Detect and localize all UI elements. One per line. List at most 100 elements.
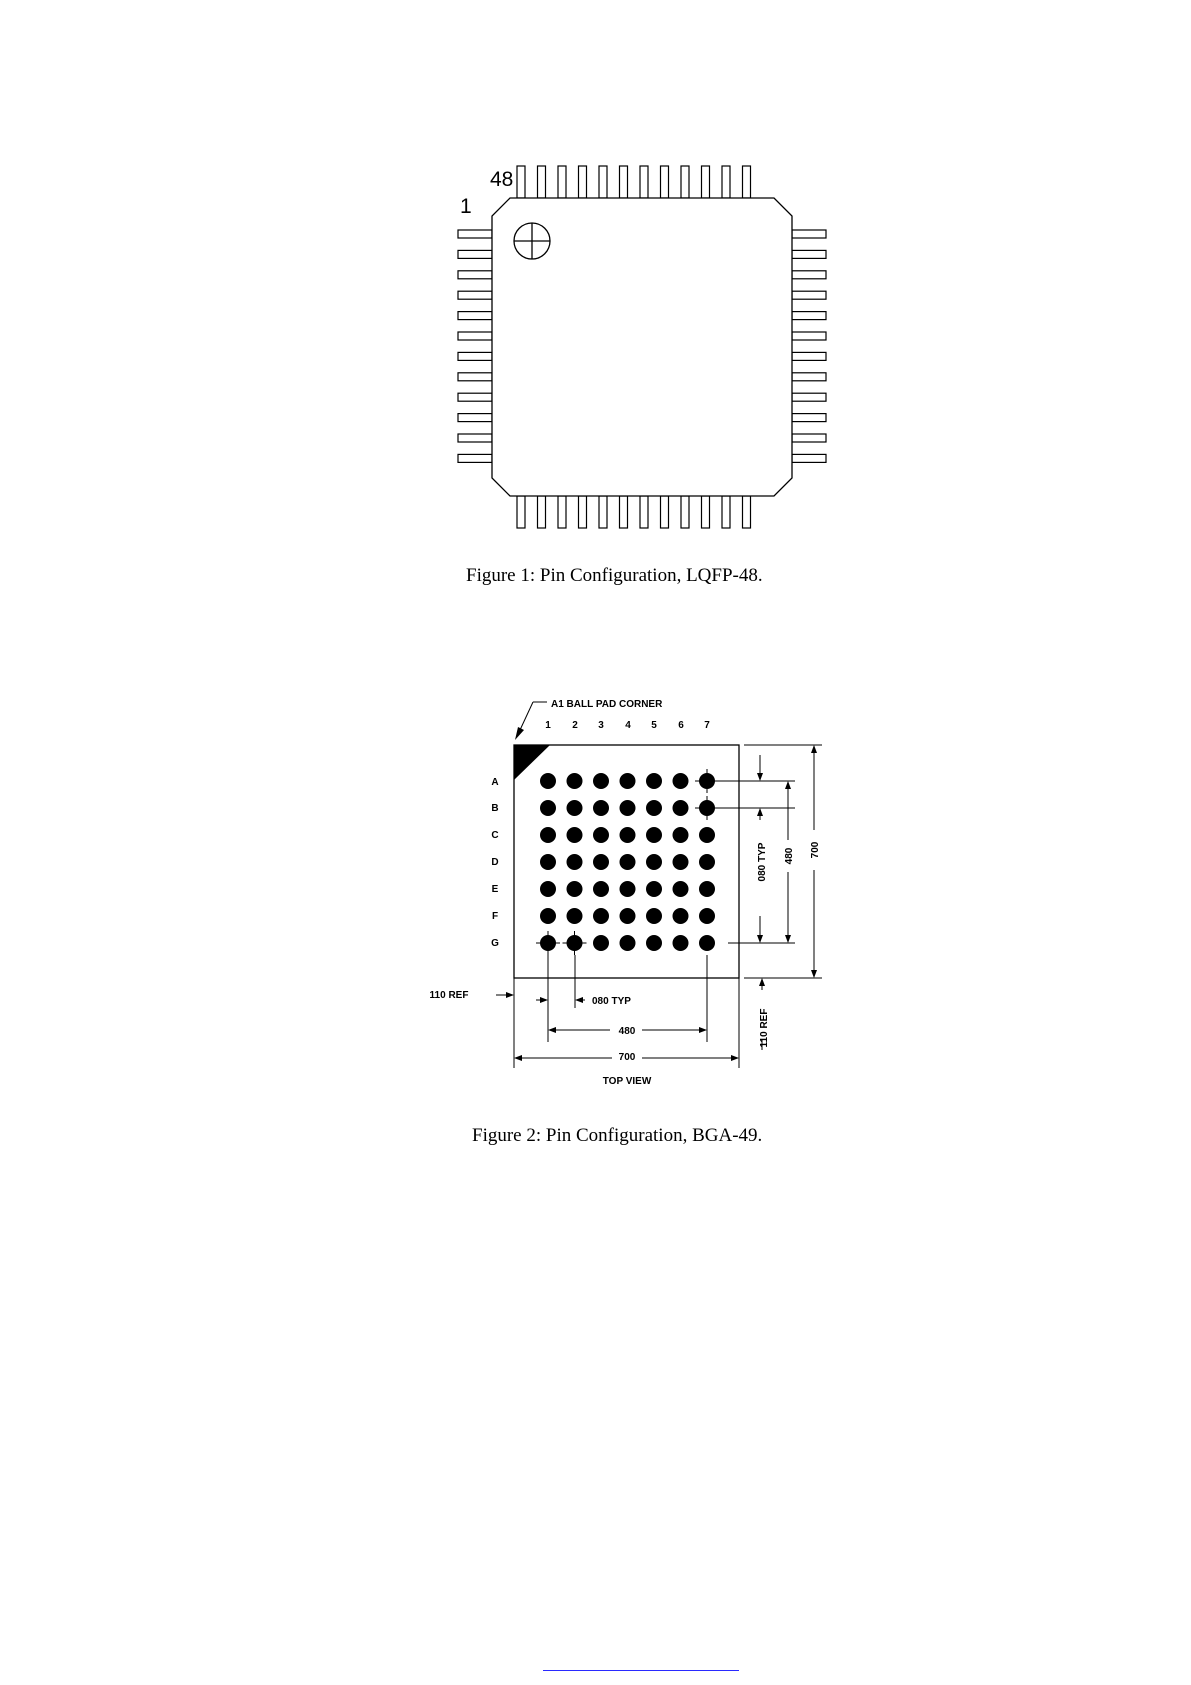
lqfp-pin [661, 496, 669, 528]
lqfp-pin [722, 496, 730, 528]
bga-ball [646, 827, 662, 843]
bga-ball [540, 800, 556, 816]
footer-link-underline[interactable] [543, 1670, 739, 1671]
lqfp-pin [599, 166, 607, 198]
lqfp-pin [538, 166, 546, 198]
bga-ball [567, 827, 583, 843]
lqfp-pin [579, 496, 587, 528]
lqfp-pin [640, 166, 648, 198]
bga-horizontal-dimensions: 110 REF 080 TYP 480 700 TOP VIEW [430, 955, 739, 1087]
bga-row-labels: A B C D E F G [491, 777, 499, 949]
bga-ball [620, 854, 636, 870]
row-label: G [491, 938, 499, 949]
bga-ball [540, 773, 556, 789]
lqfp-pin [620, 166, 628, 198]
col-label: 7 [704, 720, 710, 731]
bga-ball [646, 773, 662, 789]
dim-480-vertical: 480 [784, 847, 795, 864]
bga-ball [567, 773, 583, 789]
pin1-marker-icon [514, 223, 550, 259]
lqfp-pin [661, 166, 669, 198]
bga-ball [620, 908, 636, 924]
lqfp-pin [458, 352, 492, 360]
bga-ball [673, 827, 689, 843]
bga-ball [646, 854, 662, 870]
lqfp-pin [792, 373, 826, 381]
bga-ball [620, 827, 636, 843]
lqfp-pin [458, 434, 492, 442]
col-label: 5 [651, 720, 657, 731]
dim-pitch-vertical: 080 TYP [757, 842, 768, 881]
bga-ball [540, 908, 556, 924]
lqfp-pin [792, 250, 826, 258]
bga-ball [646, 800, 662, 816]
pin-1-label: 1 [460, 195, 472, 218]
col-label: 2 [572, 720, 578, 731]
lqfp-pin [702, 166, 710, 198]
row-label: D [491, 857, 498, 868]
bga-ball [699, 854, 715, 870]
lqfp-pin [620, 496, 628, 528]
bga-ball [567, 800, 583, 816]
bga-ball [673, 854, 689, 870]
bga-ball [699, 935, 715, 951]
top-view-label: TOP VIEW [603, 1076, 652, 1087]
lqfp-pin [558, 496, 566, 528]
lqfp-pin [792, 393, 826, 401]
lqfp48-package-body [492, 198, 792, 496]
bga-ball [593, 827, 609, 843]
lqfp-pin [458, 312, 492, 320]
bga-ball [646, 935, 662, 951]
lqfp-pin [702, 496, 710, 528]
row-label: E [492, 884, 499, 895]
figure2-caption: Figure 2: Pin Configuration, BGA-49. [472, 1125, 762, 1146]
row-label: B [491, 803, 498, 814]
lqfp-pin [458, 332, 492, 340]
lqfp-pin [517, 166, 525, 198]
col-label: 4 [625, 720, 631, 731]
lqfp-pin [681, 496, 689, 528]
bga-ball [593, 935, 609, 951]
lqfp-pin [792, 312, 826, 320]
bga-ball [673, 908, 689, 924]
bga-ball [593, 881, 609, 897]
bga-column-labels: 1 2 3 4 5 6 7 [545, 720, 710, 731]
lqfp-pin [722, 166, 730, 198]
lqfp-pin [640, 496, 648, 528]
lqfp-pin [792, 271, 826, 279]
bga-ball [567, 908, 583, 924]
bga-ball-grid [536, 769, 719, 955]
dim-110-ref-left: 110 REF [430, 990, 469, 1001]
lqfp-pin [792, 414, 826, 422]
lqfp-pin [743, 496, 751, 528]
dim-700-horizontal: 700 [619, 1052, 636, 1063]
bga-ball [540, 881, 556, 897]
dim-080-typ-horizontal: 080 TYP [592, 996, 631, 1007]
lqfp-pin [792, 230, 826, 238]
lqfp-pin [743, 166, 751, 198]
lqfp48-figure: 1 48 Figure 1: Pin Configuration, LQFP-4… [458, 166, 826, 586]
bga-ball [567, 854, 583, 870]
pin-48-label: 48 [490, 168, 513, 191]
lqfp-pin [458, 414, 492, 422]
lqfp-pin [792, 332, 826, 340]
lqfp-pin [599, 496, 607, 528]
row-label: F [492, 911, 498, 922]
bga-ball [620, 881, 636, 897]
bga-ball [673, 773, 689, 789]
bga-ball [593, 854, 609, 870]
lqfp-pin [579, 166, 587, 198]
lqfp-pin [458, 393, 492, 401]
bga-ball [593, 908, 609, 924]
lqfp-pin [458, 373, 492, 381]
col-label: 3 [598, 720, 604, 731]
dim-700-vertical: 700 [810, 841, 821, 858]
lqfp-pin [517, 496, 525, 528]
bga-ball [567, 881, 583, 897]
lqfp-pin [458, 454, 492, 462]
bga-ball [646, 881, 662, 897]
bga-ball [699, 908, 715, 924]
col-label: 6 [678, 720, 684, 731]
lqfp-pin [792, 352, 826, 360]
